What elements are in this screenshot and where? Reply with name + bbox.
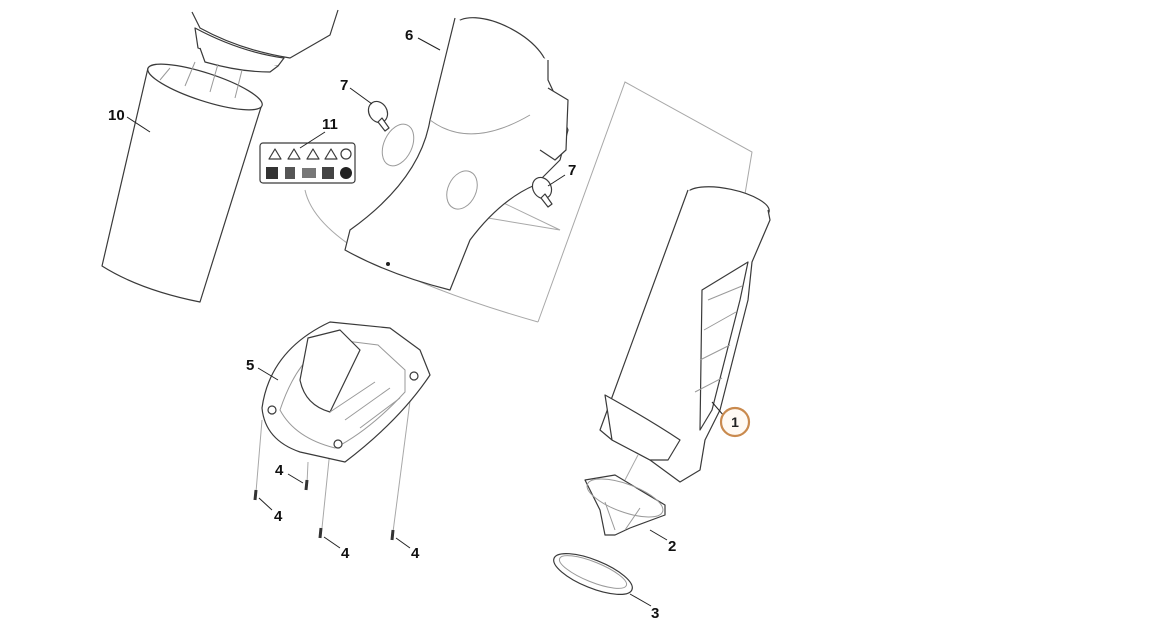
callout-5: 5 xyxy=(246,357,254,374)
part-6-housing[interactable] xyxy=(344,4,569,291)
part-4-screw-b[interactable] xyxy=(304,479,309,491)
svg-text:1: 1 xyxy=(731,414,739,430)
part-4-screw-d[interactable] xyxy=(390,529,395,541)
part-11-warning-label[interactable] xyxy=(259,142,356,184)
part-4-screw-a[interactable] xyxy=(253,489,258,501)
callout-7-top: 7 xyxy=(340,77,348,94)
callout-labels: 10 6 7 7 11 5 4 4 4 4 2 3 1 xyxy=(108,27,751,622)
part-4-screw-c[interactable] xyxy=(318,527,323,539)
part-5-base-plate[interactable] xyxy=(261,321,431,463)
callout-10: 10 xyxy=(108,107,125,124)
warning-triangle-icons xyxy=(268,148,352,160)
callout-4-d: 4 xyxy=(411,545,420,562)
callout-11: 11 xyxy=(322,116,338,133)
callout-7-right: 7 xyxy=(568,162,576,179)
callout-1-highlighted[interactable]: 1 xyxy=(719,406,751,438)
callout-2: 2 xyxy=(668,538,676,555)
callout-6: 6 xyxy=(405,27,413,44)
callout-4-c: 4 xyxy=(341,545,350,562)
part-7-screw-right[interactable] xyxy=(529,174,556,208)
callout-4-b: 4 xyxy=(274,508,283,525)
callout-4-a: 4 xyxy=(275,462,284,479)
leader-lines xyxy=(126,37,725,607)
callout-3: 3 xyxy=(651,605,659,622)
part-7-screw-top[interactable] xyxy=(365,98,392,132)
part-3-retaining-ring[interactable] xyxy=(549,545,637,602)
instruction-pictogram-icons xyxy=(266,167,352,179)
part-1-blower-tube[interactable] xyxy=(599,181,772,483)
part-2-nozzle-cone[interactable] xyxy=(583,471,668,536)
